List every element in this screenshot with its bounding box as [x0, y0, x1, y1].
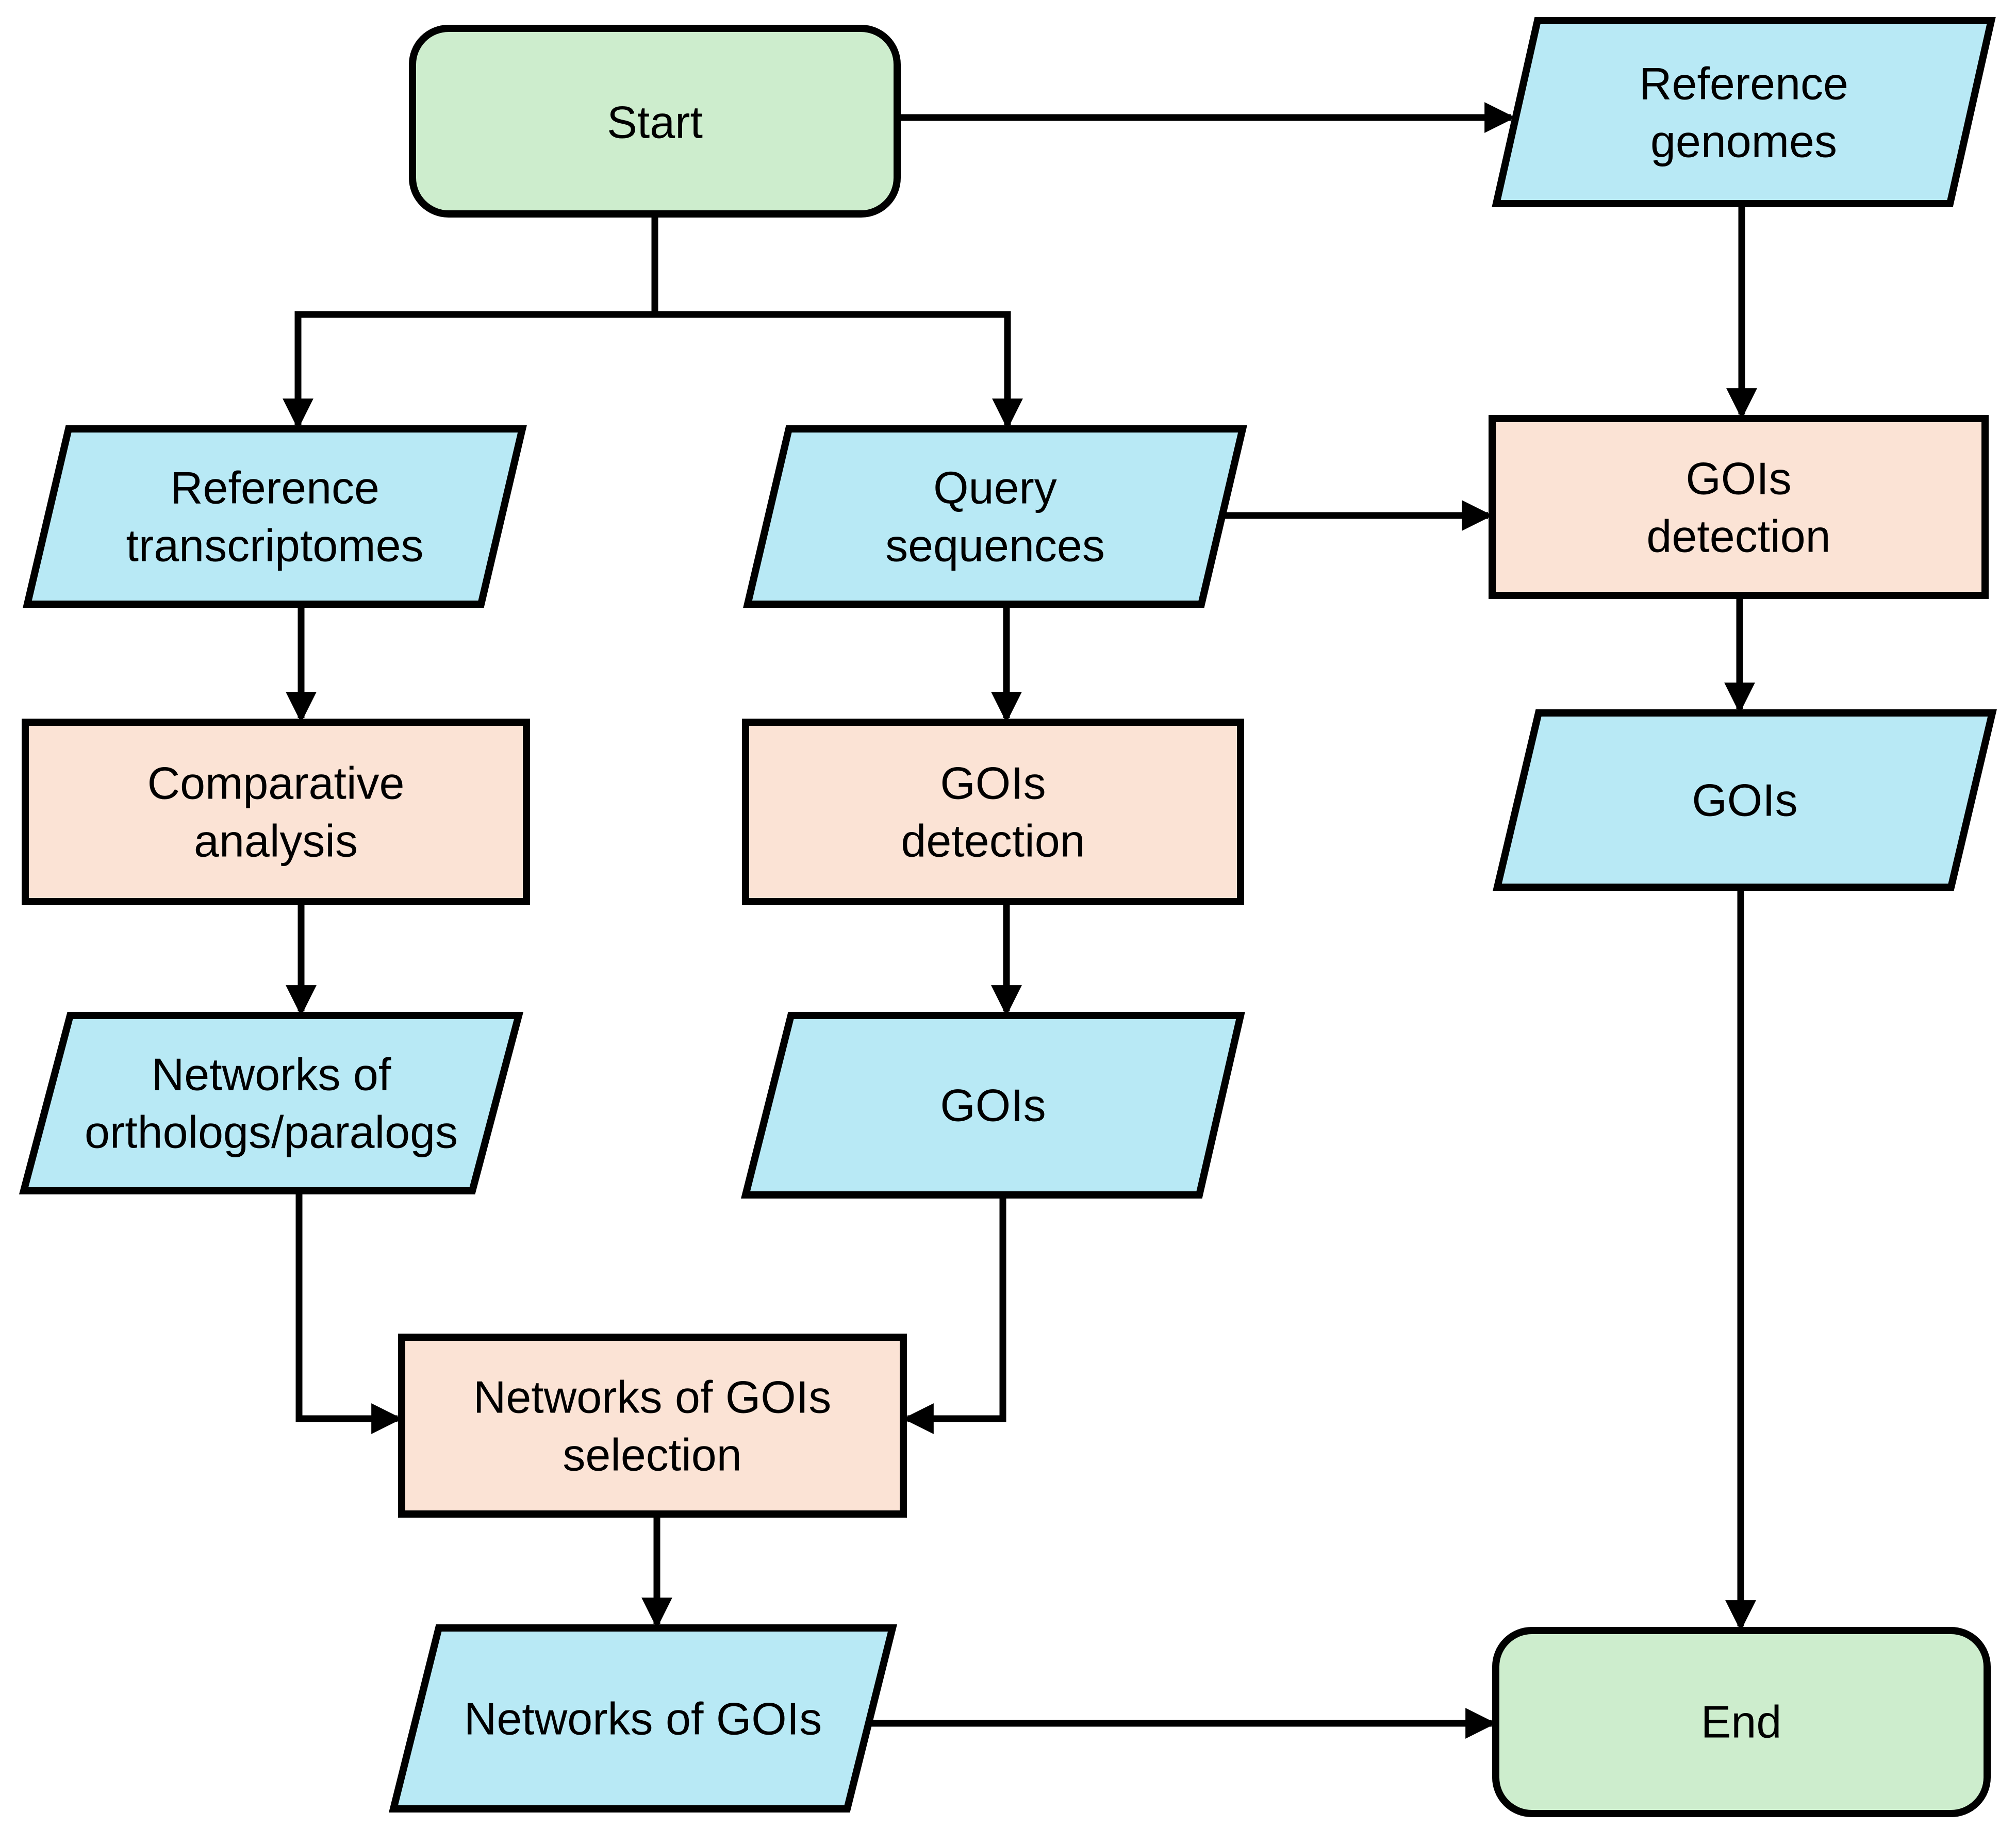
node-comparative-analysis: Comparative analysis [22, 719, 530, 905]
start-label: Start [607, 97, 703, 148]
query-sequences-label-line2: sequences [885, 520, 1105, 571]
gois-right-label: GOIs [1692, 775, 1797, 826]
networks-gois-label: Networks of GOIs [464, 1693, 822, 1744]
end-terminal-shape [1492, 1627, 1991, 1817]
gois-detection-mid-label-line2: detection [901, 816, 1085, 867]
gois-mid-label: GOIs [940, 1080, 1046, 1131]
gois-detection-right-process-shape [1489, 415, 1989, 599]
reference-transcriptomes-label-line1: Reference [170, 462, 379, 513]
reference-genomes-io-shape [1492, 17, 1996, 207]
networks-orthologs-label-line2: orthologs/paralogs [85, 1107, 458, 1158]
node-networks-gois-selection: Networks of GOIs selection [398, 1334, 907, 1518]
start-terminal-shape [409, 25, 901, 218]
comparative-analysis-label-line1: Comparative [147, 758, 405, 809]
networks-gois-selection-label-line1: Networks of GOIs [473, 1372, 831, 1423]
node-reference-genomes: Reference genomes [1492, 17, 1996, 207]
reference-transcriptomes-io-shape [23, 425, 527, 608]
node-gois-right: GOIs [1493, 709, 1997, 891]
query-sequences-label-line1: Query [933, 462, 1057, 513]
gois-right-io-shape [1493, 709, 1997, 891]
gois-detection-mid-process-shape [742, 719, 1244, 905]
node-start: Start [409, 25, 901, 218]
gois-mid-io-shape [741, 1012, 1245, 1199]
edge-gois-mid-to-selection [903, 1195, 1006, 1434]
edges-layer [283, 102, 1757, 1739]
node-networks-gois: Networks of GOIs [389, 1624, 897, 1813]
networks-orthologs-label-line1: Networks of [152, 1049, 391, 1100]
node-gois-mid: GOIs [741, 1012, 1245, 1199]
gois-detection-right-label-line1: GOIs [1685, 453, 1791, 504]
networks-gois-selection-process-shape [398, 1334, 907, 1518]
edge-networks-orthologs-to-selection [295, 1191, 402, 1434]
reference-genomes-label-line1: Reference [1639, 58, 1848, 109]
end-label: End [1701, 1697, 1782, 1748]
node-query-sequences: Query sequences [743, 425, 1247, 608]
gois-detection-mid-label-line1: GOIs [940, 758, 1046, 809]
node-gois-detection-mid: GOIs detection [742, 719, 1244, 905]
node-networks-orthologs-paralogs: Networks of orthologs/paralogs [19, 1012, 524, 1194]
networks-gois-io-shape [389, 1624, 897, 1813]
comparative-analysis-label-line2: analysis [194, 816, 358, 867]
reference-genomes-label-line2: genomes [1650, 116, 1837, 167]
node-reference-transcriptomes: Reference transcriptomes [23, 425, 527, 608]
node-gois-detection-right: GOIs detection [1489, 415, 1989, 599]
query-sequences-io-shape [743, 425, 1247, 608]
gois-detection-right-label-line2: detection [1646, 511, 1830, 562]
networks-gois-selection-label-line2: selection [563, 1429, 741, 1481]
node-end: End [1492, 1627, 1991, 1817]
reference-transcriptomes-label-line2: transcriptomes [126, 520, 423, 571]
comparative-analysis-process-shape [22, 719, 530, 905]
networks-orthologs-io-shape [19, 1012, 524, 1194]
